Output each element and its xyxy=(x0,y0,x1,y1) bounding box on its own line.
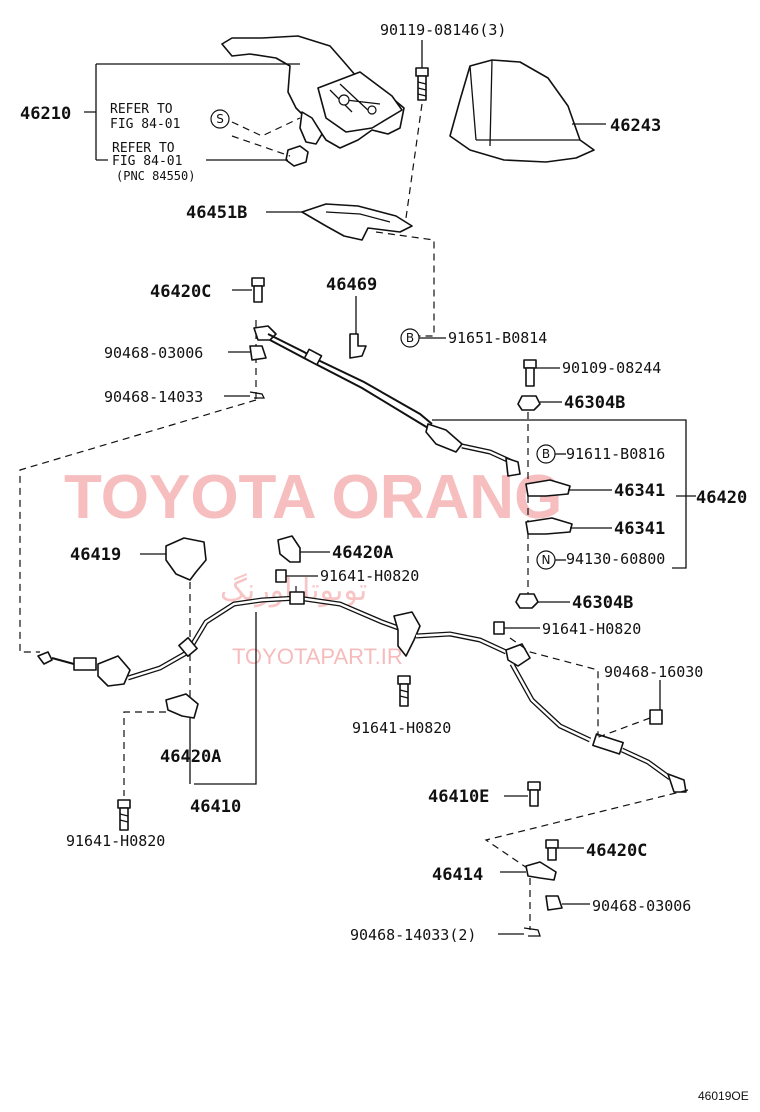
label-46410E: 46410E xyxy=(428,787,489,807)
label-46420A-top: 46420A xyxy=(332,543,393,563)
label-90468-03006-top: 90468-03006 xyxy=(104,344,203,362)
label-46420: 46420 xyxy=(696,488,747,508)
bolt-91641-b-shape xyxy=(493,621,540,635)
label-91641-H0820-b: 91641-H0820 xyxy=(542,620,641,638)
bolt-46420C-top-shape xyxy=(232,277,265,303)
label-91641-H0820-a: 91641-H0820 xyxy=(320,567,419,585)
label-91651-B0814: 91651-B0814 xyxy=(448,329,547,347)
clip-90468-14033-bottom-shape xyxy=(498,927,541,937)
bolt-91641-d-shape xyxy=(117,799,131,831)
label-46419: 46419 xyxy=(70,545,121,565)
label-46420A-bottom: 46420A xyxy=(160,747,221,767)
label-91641-H0820-c: 91641-H0820 xyxy=(352,719,451,737)
bolt-46420C-bottom-shape xyxy=(545,839,584,861)
clip-90468-03006-bottom-shape xyxy=(545,895,590,911)
rear-cable-46410-shape xyxy=(37,591,687,793)
clip-46420A-top-shape xyxy=(277,535,330,563)
label-pnc: (PNC 84550) xyxy=(116,169,195,183)
label-46243: 46243 xyxy=(610,116,661,136)
clip-90468-16030-shape xyxy=(595,680,663,739)
bolt-46410E-shape xyxy=(504,781,541,807)
marker-n: N xyxy=(542,553,551,567)
label-91641-H0820-d: 91641-H0820 xyxy=(66,832,165,850)
label-90468-16030: 90468-16030 xyxy=(604,663,703,681)
watermark: TOYOTA ORANG تویوتا اورنگ TOYOTAPART.IR xyxy=(64,463,562,669)
watermark-url: TOYOTAPART.IR xyxy=(232,644,403,669)
clip-46414-shape xyxy=(500,861,557,930)
plate-46451B-shape xyxy=(301,203,413,241)
label-46304B-bottom: 46304B xyxy=(572,593,633,613)
label-90468-03006-bottom: 90468-03006 xyxy=(592,897,691,915)
label-46304B-top: 46304B xyxy=(564,393,625,413)
label-46469: 46469 xyxy=(326,275,377,295)
lever-boot-46243-shape xyxy=(449,59,595,163)
label-90119-08146: 90119-08146(3) xyxy=(380,21,506,39)
marker-b1: B xyxy=(406,331,414,345)
label-46420C-top: 46420C xyxy=(150,282,211,302)
marker-s: S xyxy=(216,112,224,126)
label-46341-b: 46341 xyxy=(614,519,665,539)
label-refer-1a: REFER TO xyxy=(110,102,173,117)
nut-46304B-bottom-shape xyxy=(515,593,570,609)
label-refer-2b: FIG 84-01 xyxy=(112,154,182,169)
label-90468-14033-bottom: 90468-14033(2) xyxy=(350,926,476,944)
front-cable-46420-shape xyxy=(253,325,521,477)
bracket-46419-shape xyxy=(140,537,207,700)
clip-46420A-bottom-shape xyxy=(123,693,199,796)
label-46414: 46414 xyxy=(432,865,483,885)
marker-b2: B xyxy=(542,447,550,461)
bracket-46210 xyxy=(84,63,300,161)
brake-lever-assembly-shape xyxy=(221,35,405,167)
clip-90468-03006-top-shape xyxy=(224,345,267,399)
watermark-main: TOYOTA ORANG xyxy=(64,463,562,532)
label-46451B: 46451B xyxy=(186,203,247,223)
label-refer-1b: FIG 84-01 xyxy=(110,117,180,132)
label-90468-14033-top: 90468-14033 xyxy=(104,388,203,406)
label-91611-B0816: 91611-B0816 xyxy=(566,445,665,463)
label-refer-2a: REFER TO xyxy=(112,141,175,156)
label-94130-60800: 94130-60800 xyxy=(566,550,665,568)
bolt-90119-shape xyxy=(405,40,429,219)
label-46341-a: 46341 xyxy=(614,481,665,501)
figure-code: 46019OE xyxy=(698,1089,749,1103)
bolt-91641-c-shape xyxy=(397,675,411,707)
nut-46304B-top-shape xyxy=(517,395,562,411)
equalizer-46341-shapes xyxy=(525,479,612,535)
marker-s-circle xyxy=(210,109,230,129)
bolt-90109-shape xyxy=(523,359,560,387)
label-46420C-bottom: 46420C xyxy=(586,841,647,861)
label-46210: 46210 xyxy=(20,104,71,124)
clip-46469-shape xyxy=(349,296,367,359)
label-90109-08244: 90109-08244 xyxy=(562,359,661,377)
label-46410: 46410 xyxy=(190,797,241,817)
